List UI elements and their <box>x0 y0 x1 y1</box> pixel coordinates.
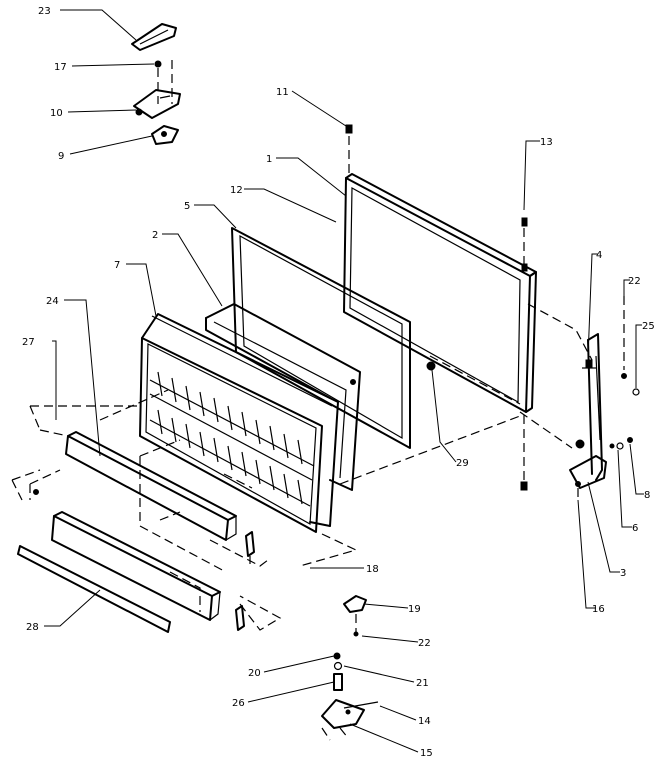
leader-lines <box>44 9 644 753</box>
assembly-line-front <box>223 415 521 567</box>
rivet-27 <box>33 489 39 495</box>
callout-22-bottom: 22 <box>418 638 431 649</box>
screw-11[interactable] <box>345 124 353 178</box>
screw-17[interactable] <box>154 60 173 104</box>
callout-27: 27 <box>22 337 35 348</box>
bin-hidden-edge-2 <box>139 439 227 573</box>
callout-12: 12 <box>230 185 243 196</box>
cam-29[interactable] <box>426 361 585 449</box>
washer-21[interactable] <box>333 661 343 671</box>
bushing-26[interactable] <box>333 673 343 691</box>
spacer-20[interactable] <box>333 652 341 660</box>
bin-trim-28[interactable] <box>17 545 171 633</box>
door-bin-lower[interactable] <box>51 511 221 621</box>
outer-door-panel-1[interactable] <box>343 173 537 413</box>
inner-door-liner-2[interactable] <box>205 303 361 491</box>
assembly-line-hinge <box>429 303 593 449</box>
screw-bottom-13 <box>520 481 528 491</box>
callout-10: 10 <box>50 108 63 119</box>
washer-25[interactable] <box>632 388 640 396</box>
callout-17: 17 <box>54 62 67 73</box>
callout-25: 25 <box>642 321 655 332</box>
callout-15: 15 <box>420 748 433 759</box>
callout-2: 2 <box>152 230 158 241</box>
callout-14: 14 <box>418 716 431 727</box>
callout-23: 23 <box>38 6 51 17</box>
screw-15[interactable] <box>321 727 349 741</box>
lower-bin-hidden-edge <box>11 469 282 631</box>
callout-9: 9 <box>58 151 64 162</box>
callout-19: 19 <box>408 604 421 615</box>
callout-7: 7 <box>114 260 120 271</box>
callout-20: 20 <box>248 668 261 679</box>
door-frame-7[interactable] <box>139 313 339 533</box>
top-hinge-10[interactable] <box>133 89 181 119</box>
callout-3: 3 <box>620 568 626 579</box>
callout-8: 8 <box>644 490 650 501</box>
callout-5: 5 <box>184 201 190 212</box>
bottom-hinge-14[interactable] <box>321 699 379 729</box>
hinge-pin-4[interactable] <box>582 359 596 369</box>
nut-8[interactable] <box>627 437 633 443</box>
callout-16: 16 <box>592 604 605 615</box>
door-shelves <box>149 371 315 507</box>
door-bin-upper[interactable] <box>65 431 237 541</box>
hinge-cover-23[interactable] <box>131 23 177 51</box>
hinge-plate-9[interactable] <box>151 125 179 145</box>
callout-4: 4 <box>596 250 602 261</box>
hinge-plate-19[interactable] <box>343 595 367 613</box>
screw-16[interactable] <box>575 481 581 501</box>
callout-labels: 23 17 10 9 11 1 12 5 2 7 13 4 22 25 24 2… <box>22 6 655 759</box>
callout-18: 18 <box>366 564 379 575</box>
callout-26: 26 <box>232 698 245 709</box>
callout-22-top: 22 <box>628 276 641 287</box>
screw-13[interactable] <box>521 217 528 272</box>
callout-11: 11 <box>276 87 289 98</box>
callout-29: 29 <box>456 458 469 469</box>
clip-lower <box>235 605 245 631</box>
callout-24: 24 <box>46 296 59 307</box>
door-gasket-5[interactable] <box>231 227 411 449</box>
callout-1: 1 <box>266 154 272 165</box>
callout-21: 21 <box>416 678 429 689</box>
callout-13: 13 <box>540 137 553 148</box>
screw-22-bottom[interactable] <box>353 614 359 637</box>
washer-6[interactable] <box>609 442 624 450</box>
screw-22-top[interactable] <box>621 296 627 379</box>
callout-6: 6 <box>632 523 638 534</box>
clip-upper <box>245 531 255 564</box>
callout-28: 28 <box>26 622 39 633</box>
